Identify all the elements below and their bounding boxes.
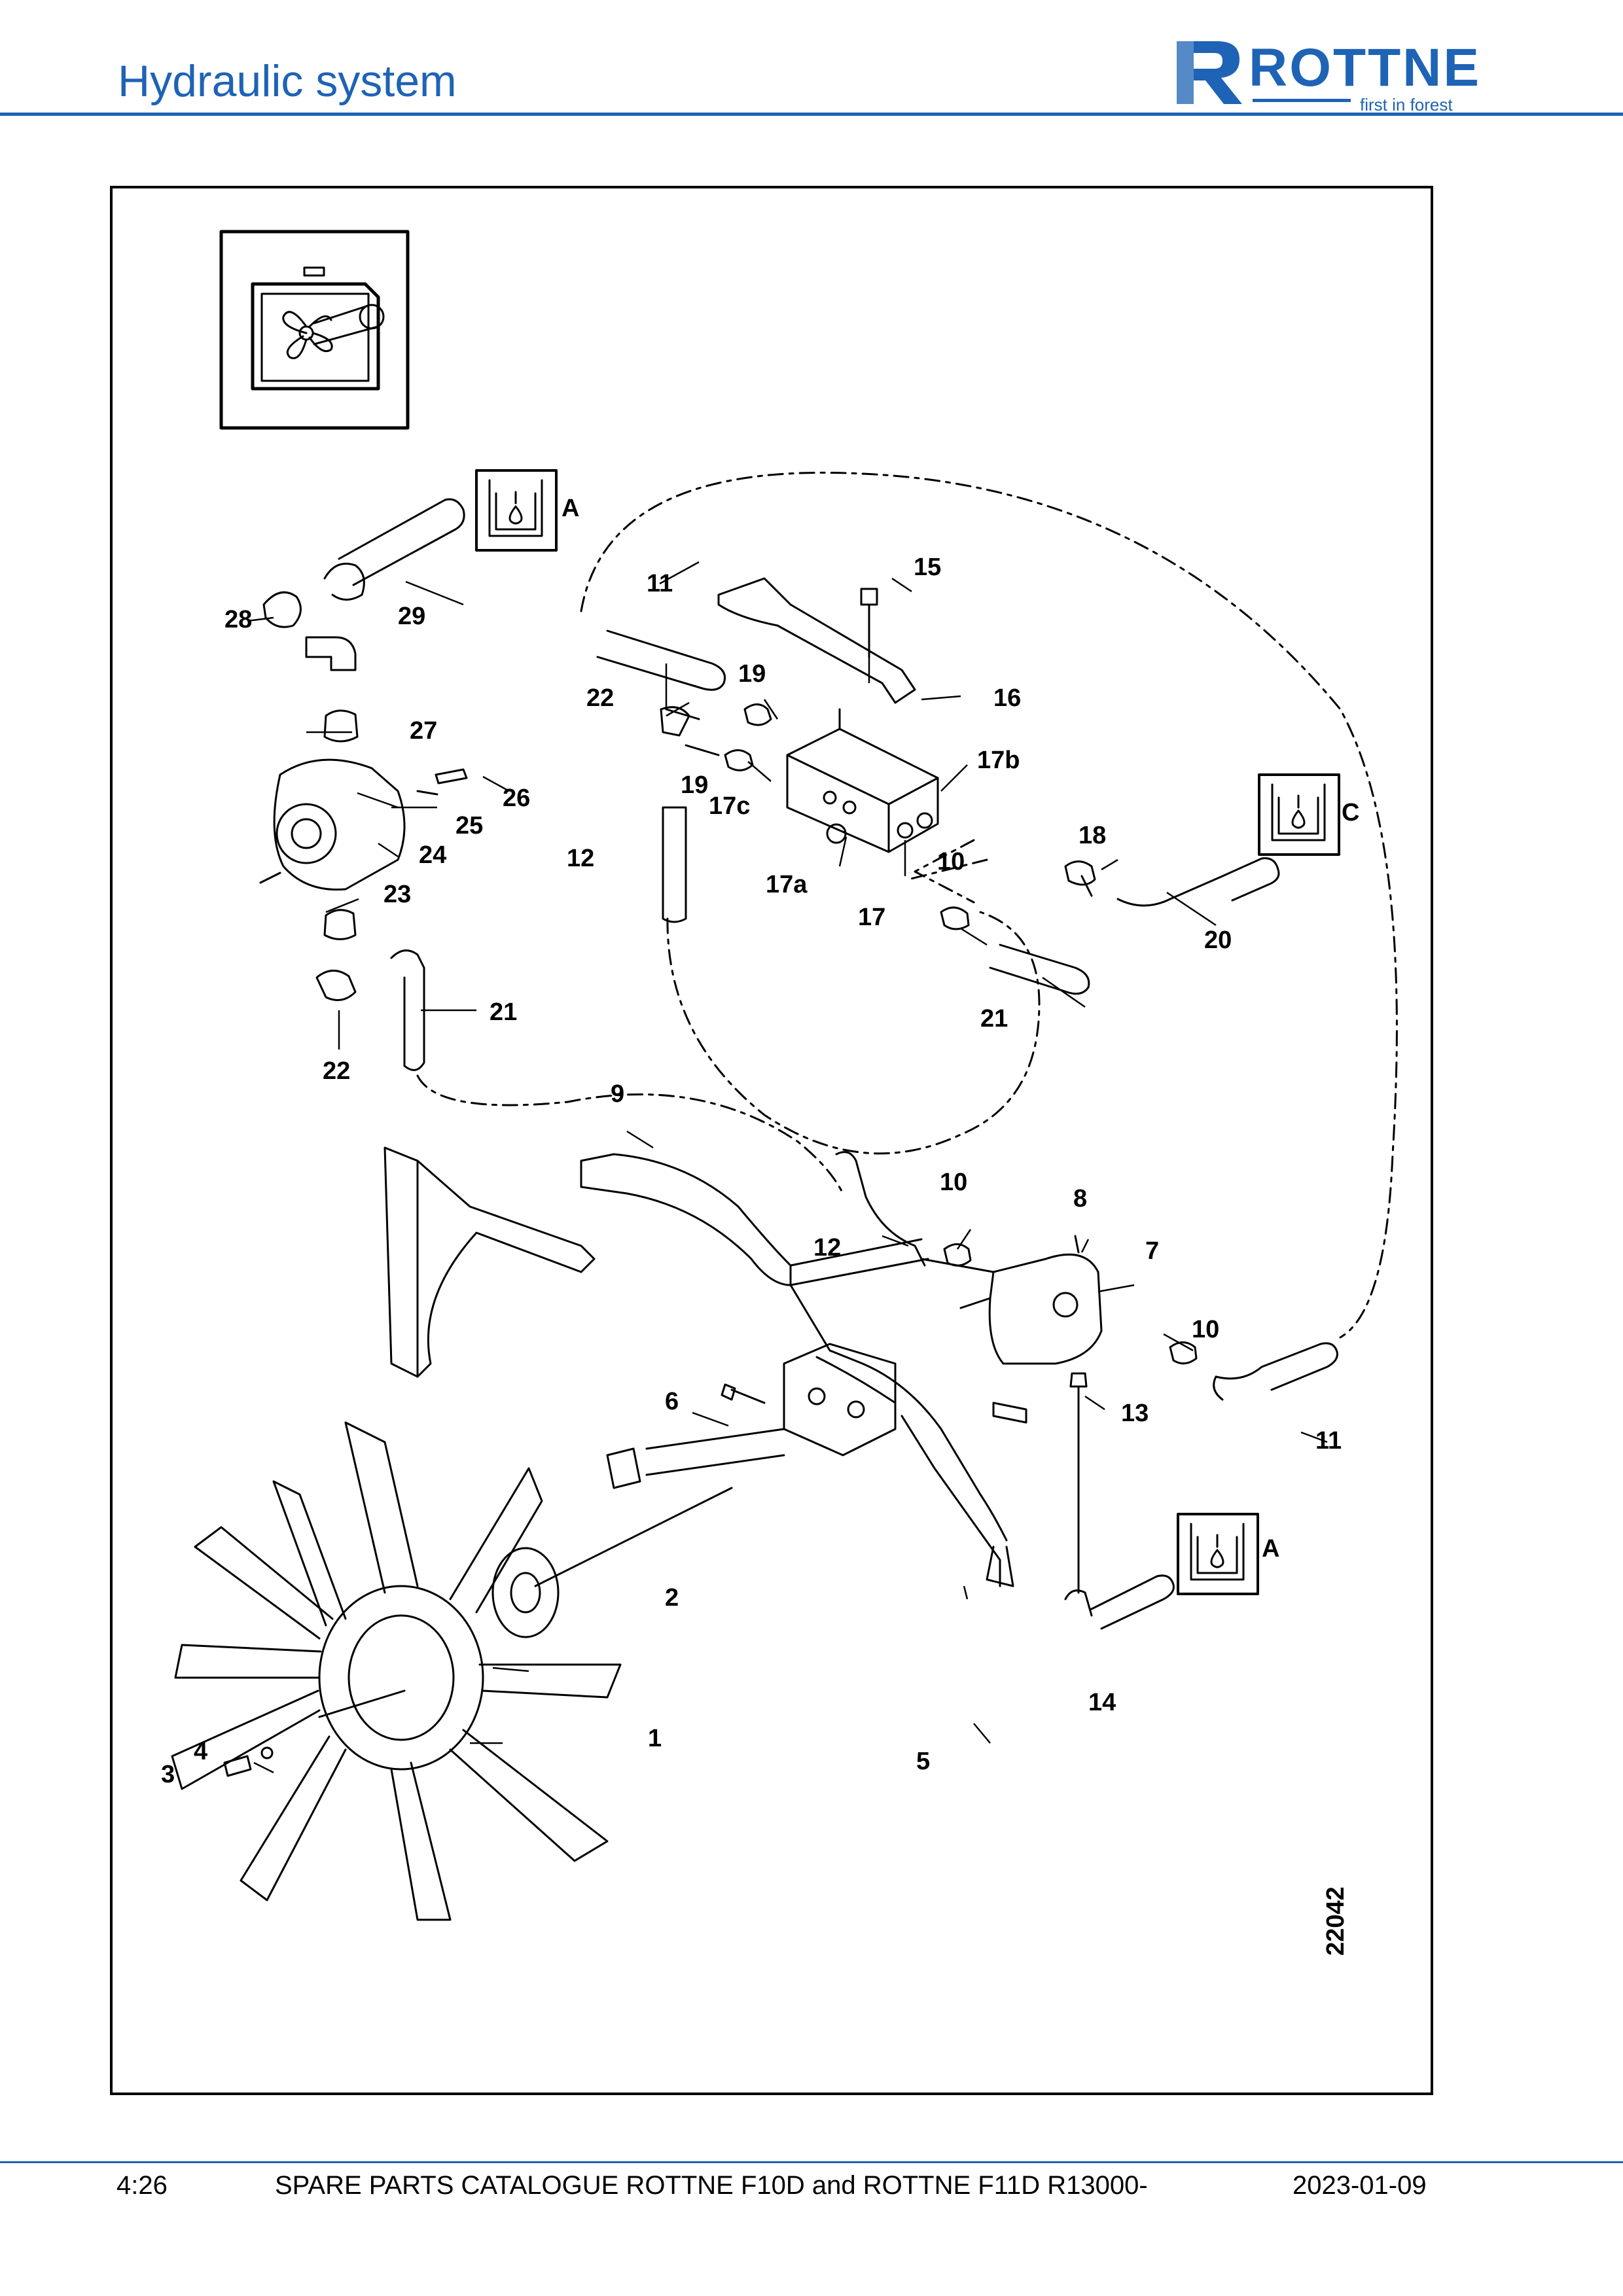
- callout-11-lower: 11: [1315, 1427, 1342, 1455]
- callout-11-upper: 11: [647, 570, 673, 597]
- hydraulic-tank-symbol-icon: [475, 469, 558, 552]
- callout-8: 8: [1073, 1185, 1087, 1212]
- logo-tagline: first in forest: [1360, 95, 1453, 115]
- callout-19-lower: 19: [681, 771, 708, 799]
- callout-20: 20: [1204, 927, 1232, 954]
- callout-15: 15: [914, 554, 941, 581]
- callout-5: 5: [916, 1748, 930, 1775]
- callout-7: 7: [1145, 1237, 1159, 1265]
- callout-22-lower: 22: [323, 1057, 350, 1085]
- fan-drive-symbol-icon: [219, 230, 410, 430]
- header-divider: [0, 113, 1623, 116]
- footer-page-number: 4:26: [116, 2171, 168, 2200]
- callout-29: 29: [398, 603, 425, 630]
- footer-divider: [0, 2161, 1623, 2163]
- footer-catalogue-title: SPARE PARTS CATALOGUE ROTTNE F10D and RO…: [275, 2171, 1148, 2200]
- callout-1: 1: [648, 1725, 662, 1752]
- callout-19-upper: 19: [738, 660, 766, 688]
- callout-6: 6: [665, 1388, 679, 1415]
- exploded-parts-diagram: A C A 1 2 3 4 5 6 7 8 9 10 10 10 11 11 1…: [161, 230, 1398, 1956]
- footer-date: 2023-01-09: [1293, 2171, 1427, 2200]
- callout-9: 9: [611, 1080, 624, 1108]
- callout-10-middle: 10: [940, 1169, 967, 1196]
- callout-17c: 17c: [709, 792, 750, 820]
- callout-27: 27: [410, 717, 437, 745]
- callout-12-lower: 12: [813, 1234, 841, 1262]
- connection-marker-c: C: [1342, 799, 1359, 826]
- figure-number: 22042: [1322, 1886, 1349, 1956]
- callout-23: 23: [383, 881, 411, 908]
- rottne-logo: ROTTNE first in forest: [1171, 36, 1512, 115]
- logo-underline: [1253, 99, 1351, 102]
- callout-4: 4: [194, 1738, 207, 1765]
- callout-13: 13: [1121, 1400, 1149, 1427]
- callout-2: 2: [665, 1584, 679, 1612]
- callout-28: 28: [224, 606, 252, 633]
- callout-10-upper: 10: [937, 848, 965, 875]
- callout-26: 26: [503, 785, 530, 812]
- diagram-frame: [110, 186, 1433, 2095]
- callout-3: 3: [161, 1761, 175, 1788]
- callout-25: 25: [455, 812, 483, 839]
- logo-wordmark: ROTTNE: [1249, 38, 1482, 97]
- callout-24: 24: [419, 841, 446, 869]
- callout-16: 16: [993, 684, 1021, 712]
- callout-10-right: 10: [1192, 1316, 1219, 1343]
- callout-22-upper: 22: [586, 684, 614, 712]
- callout-18: 18: [1079, 822, 1106, 849]
- callout-17: 17: [858, 904, 885, 931]
- rottne-r-emblem-icon: [1177, 41, 1242, 104]
- page-title: Hydraulic system: [118, 56, 457, 106]
- callout-21-right: 21: [980, 1005, 1008, 1033]
- callout-12-upper: 12: [567, 845, 594, 872]
- connection-marker-a-bottom: A: [1262, 1535, 1279, 1563]
- callout-14: 14: [1088, 1689, 1116, 1716]
- connection-marker-a-top: A: [562, 495, 579, 522]
- callout-21-left: 21: [490, 998, 517, 1026]
- callout-17a: 17a: [766, 871, 808, 898]
- callout-17b: 17b: [977, 747, 1020, 774]
